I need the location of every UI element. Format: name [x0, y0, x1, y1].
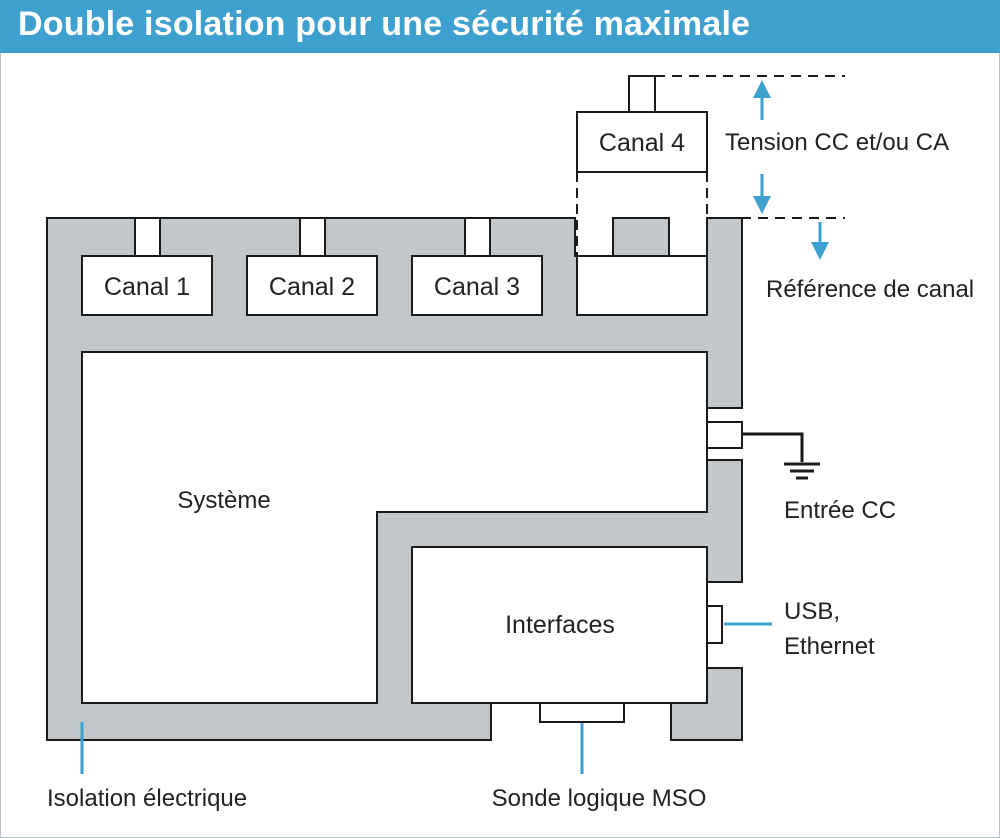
mso-probe-port	[539, 702, 625, 723]
channel-1-label: Canal 1	[104, 273, 190, 301]
voltage-down-arrow	[753, 174, 771, 214]
channel-4-block	[576, 111, 708, 173]
figure-title: Double isolation pour une sécurité maxim…	[18, 5, 751, 43]
channel-3-connector	[464, 217, 491, 257]
interfaces-label: Interfaces	[505, 611, 615, 639]
dc-input-connector	[706, 421, 743, 449]
voltage-up-arrow	[753, 80, 771, 120]
usb-ethernet-port	[706, 605, 723, 644]
usb-label: USB,	[784, 598, 840, 625]
system-block	[81, 351, 708, 704]
channel-reference-label: Référence de canal	[766, 276, 974, 303]
channel-4-label: Canal 4	[599, 129, 685, 157]
channel-2-connector	[299, 217, 326, 257]
system-label: Système	[177, 487, 270, 514]
ethernet-label: Ethernet	[784, 633, 875, 660]
channel-2-label: Canal 2	[269, 273, 355, 301]
dc-input-wire	[742, 432, 804, 462]
voltage-label: Tension CC et/ou CA	[725, 129, 949, 156]
insulation-label: Isolation électrique	[47, 785, 247, 812]
channel-3-block	[411, 255, 543, 316]
channel-2-block	[246, 255, 378, 316]
ground-icon	[784, 462, 820, 480]
channel-3-label: Canal 3	[434, 273, 520, 301]
interfaces-block	[411, 546, 708, 704]
channel-1-connector	[134, 217, 161, 257]
reference-arrow	[811, 222, 829, 260]
channel-4-connector	[628, 75, 656, 113]
title-bar: Double isolation pour une sécurité maxim…	[0, 0, 1000, 53]
dc-input-label: Entrée CC	[784, 497, 896, 524]
channel-4-cavity	[576, 255, 708, 316]
mso-probe-label: Sonde logique MSO	[492, 785, 707, 812]
